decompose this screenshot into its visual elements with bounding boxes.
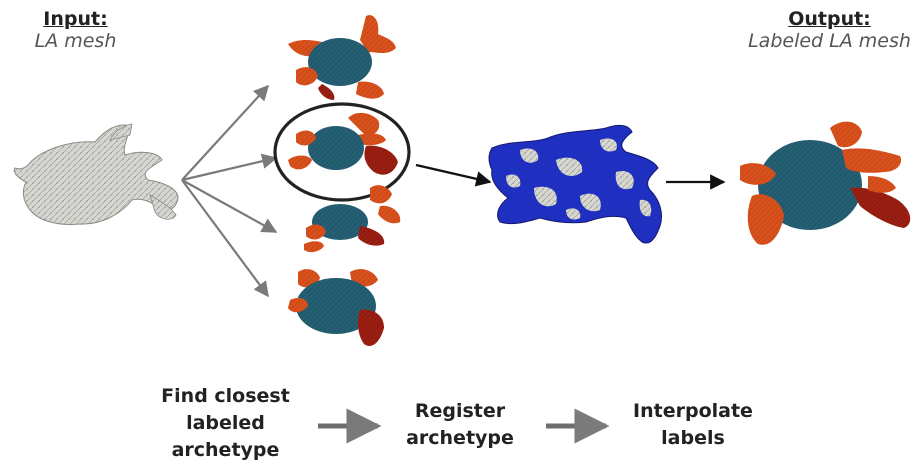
arrow-to-archetype-4 <box>182 180 268 296</box>
arrow-to-archetype-3 <box>182 180 276 232</box>
step-3-line-2: labels <box>618 425 768 452</box>
arrow-to-archetype-2 <box>182 158 276 180</box>
step-1-line-2: labeled <box>148 410 303 437</box>
step-2-line-1: Register <box>390 398 530 425</box>
archetype-mesh-4 <box>288 269 384 346</box>
arrow-to-archetype-1 <box>182 86 268 180</box>
registered-mesh <box>489 125 662 243</box>
step-3-line-1: Interpolate <box>618 398 768 425</box>
archetype-mesh-1 <box>288 15 396 100</box>
step-register-archetype: Register archetype <box>390 398 530 452</box>
fan-out-arrows <box>182 86 276 296</box>
step-interpolate-labels: Interpolate labels <box>618 398 768 452</box>
step-1-line-1: Find closest <box>148 383 303 410</box>
input-la-mesh <box>14 124 178 224</box>
arrow-to-registration <box>416 165 490 182</box>
step-1-line-3: archetype <box>148 437 303 464</box>
output-labeled-mesh <box>740 122 910 245</box>
archetype-mesh-3 <box>304 185 400 252</box>
step-find-closest-archetype: Find closest labeled archetype <box>148 383 303 464</box>
step-2-line-2: archetype <box>390 425 530 452</box>
archetype-mesh-2-selected <box>275 104 409 200</box>
